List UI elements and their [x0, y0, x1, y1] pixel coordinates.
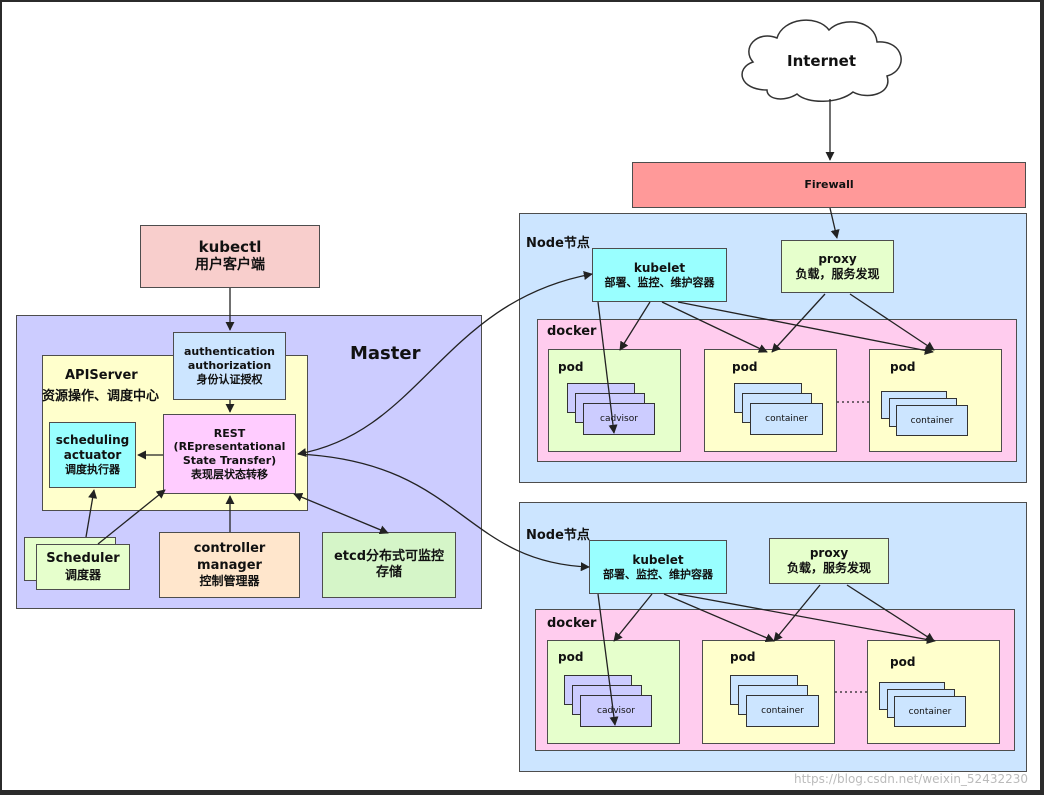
kubectl-box: kubectl 用户客户端 [140, 225, 320, 288]
scheduler-box: Scheduler 调度器 [36, 544, 130, 590]
docker-label-2: docker [547, 616, 597, 631]
container-box-2-2: container [746, 695, 819, 727]
container-label-1-3: container [910, 415, 954, 426]
pod-label-2-3: pod [890, 655, 916, 669]
auth-line2: authorization [187, 359, 272, 373]
scheduler-line1: Scheduler [46, 551, 120, 567]
scheduler-line2: 调度器 [64, 567, 101, 582]
kubelet-line2-1: 部署、监控、维护容器 [604, 275, 715, 289]
proxy-box-2: proxy 负载，服务发现 [769, 538, 889, 584]
rest-line1: REST [213, 426, 246, 440]
container-label-1-2: container [765, 414, 808, 424]
pod-label-1-2: pod [732, 360, 758, 374]
watermark: https://blog.csdn.net/weixin_52432230 [793, 772, 1028, 786]
rest-line3: State Transfer) [182, 454, 277, 467]
cadvisor-label-2: cadvisor [597, 706, 635, 716]
kubelet-box-1: kubelet 部署、监控、维护容器 [592, 248, 727, 302]
master-title: Master [350, 343, 421, 364]
pod-label-2-1: pod [558, 650, 584, 664]
auth-line1: authentication [183, 345, 276, 359]
node-title-2: Node节点 [526, 528, 590, 543]
rest-line2: (REpresentational [173, 440, 286, 454]
controller-line3: 控制管理器 [199, 573, 260, 588]
rest-line4: 表现层状态转移 [191, 467, 268, 481]
docker-label-1: docker [547, 324, 597, 339]
kubelet-box-2: kubelet 部署、监控、维护容器 [589, 540, 727, 594]
kubelet-line1-2: kubelet [632, 552, 684, 567]
firewall-label: Firewall [804, 178, 854, 192]
proxy-line1-1: proxy [818, 251, 857, 266]
etcd-line2: 存储 [375, 565, 402, 580]
container-box-2-3: container [894, 696, 966, 727]
proxy-line2-1: 负载，服务发现 [795, 266, 880, 281]
controller-line1: controller [193, 541, 266, 557]
cadvisor-box-1: cadvisor [583, 403, 655, 435]
etcd-box: etcd分布式可监控 存储 [322, 532, 456, 598]
node-title-1: Node节点 [526, 236, 590, 251]
container-box-1-3: container [896, 405, 968, 436]
firewall-box: Firewall [632, 162, 1026, 208]
kubelet-line1-1: kubelet [633, 260, 686, 275]
controller-manager-box: controller manager 控制管理器 [159, 532, 300, 598]
proxy-box-1: proxy 负载，服务发现 [781, 240, 894, 293]
apiserver-title: APIServer [65, 368, 138, 383]
apiserver-subtitle: 资源操作、调度中心 [42, 389, 160, 404]
auth-line3: 身份认证授权 [196, 372, 263, 386]
kubelet-line2-2: 部署、监控、维护容器 [603, 567, 713, 581]
pod-label-1-1: pod [558, 360, 584, 374]
proxy-line2-2: 负载，服务发现 [786, 561, 871, 575]
internet-cloud-icon [741, 19, 902, 102]
scheduling-line1: scheduling [55, 433, 130, 448]
rest-box: REST (REpresentational State Transfer) 表… [163, 414, 296, 494]
pod-label-1-3: pod [890, 360, 916, 374]
scheduling-actuator-box: scheduling actuator 调度执行器 [49, 422, 136, 488]
kubectl-subtitle: 用户客户端 [195, 257, 265, 274]
container-label-2-2: container [761, 706, 804, 716]
internet-label: Internet [787, 52, 857, 70]
container-box-1-2: container [750, 403, 823, 435]
controller-line2: manager [197, 557, 262, 573]
pod-label-2-2: pod [730, 650, 756, 664]
kubectl-title: kubectl [198, 238, 262, 257]
container-label-2-3: container [908, 706, 952, 717]
proxy-line1-2: proxy [809, 546, 849, 560]
auth-box: authentication authorization 身份认证授权 [173, 332, 286, 400]
cadvisor-label-1: cadvisor [600, 414, 638, 424]
scheduling-line2: actuator [63, 448, 122, 463]
etcd-line1: etcd分布式可监控 [333, 548, 445, 564]
cadvisor-box-2: cadvisor [580, 695, 652, 727]
scheduling-line3: 调度执行器 [65, 463, 120, 477]
